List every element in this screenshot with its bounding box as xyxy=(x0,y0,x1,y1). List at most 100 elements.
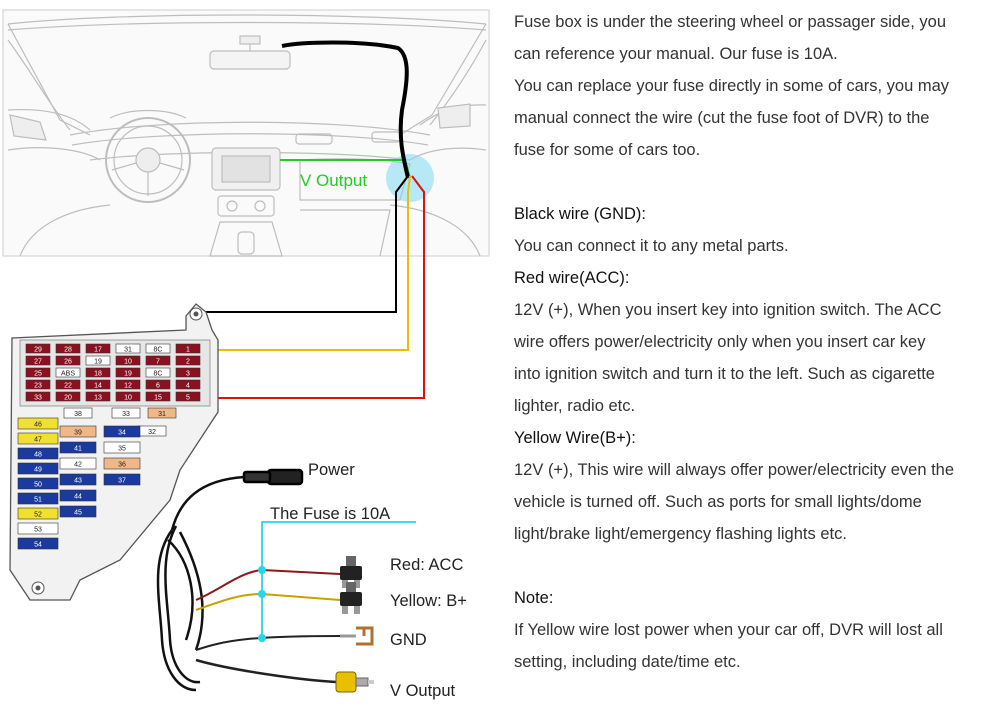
gnd-ring-terminal xyxy=(340,626,374,646)
fuse-number: 31 xyxy=(124,347,132,354)
fuse-number: 18 xyxy=(94,371,102,378)
dvr-cable-headliner xyxy=(281,40,410,179)
fuse-number: 14 xyxy=(94,383,102,390)
fuse-number: 19 xyxy=(94,359,102,366)
fuse: 8C xyxy=(145,367,171,378)
fuse: 19 xyxy=(115,367,141,378)
v-output-label: V Output xyxy=(390,682,456,700)
fuse: 47 xyxy=(17,432,59,445)
fuse: 3 xyxy=(175,367,201,378)
fuse: 29 xyxy=(25,343,51,354)
fuse-number: 1 xyxy=(186,347,190,354)
fuse-number: 13 xyxy=(94,395,102,402)
fuse: 12 xyxy=(115,379,141,390)
power-label: Power xyxy=(308,461,355,479)
fuse-label: The Fuse is 10A xyxy=(270,505,390,523)
yellow-wire-line-2: vehicle is turned off. Such as ports for… xyxy=(514,493,922,511)
instructions-text: Fuse box is under the steering wheel or … xyxy=(514,6,998,678)
fuse: 2 xyxy=(175,355,201,366)
fuse-marker-gnd xyxy=(258,634,266,642)
fuse: 54 xyxy=(17,537,59,550)
fuse-number: 48 xyxy=(34,452,42,459)
fuse: 18 xyxy=(85,367,111,378)
fuse: 50 xyxy=(17,477,59,490)
fuse-marker-yellow xyxy=(258,590,266,598)
fuse-number: 29 xyxy=(34,347,42,354)
fuse: 42 xyxy=(59,457,97,470)
fuse: 43 xyxy=(59,473,97,486)
fuse: 22 xyxy=(55,379,81,390)
fuse-number: 7 xyxy=(156,359,160,366)
yellow-wire-heading: Yellow Wire(B+): xyxy=(514,429,636,447)
yellow-bplus-label: Yellow: B+ xyxy=(390,592,467,610)
fuse-number: 38 xyxy=(74,411,82,418)
red-wire xyxy=(206,175,425,399)
fuse-location-line-2: can reference your manual. Our fuse is 1… xyxy=(514,45,838,63)
fuse: 31 xyxy=(115,343,141,354)
fuse: 45 xyxy=(59,505,97,518)
red-wire-line-2: wire offers power/electricity only when … xyxy=(514,333,926,351)
fuse-number: 43 xyxy=(74,478,82,485)
fuse: 35 xyxy=(103,441,141,454)
replace-fuse-line-3: fuse for some of cars too. xyxy=(514,141,701,159)
fuse-number: 41 xyxy=(74,446,82,453)
fuse: 36 xyxy=(103,457,141,470)
fuse-number: 52 xyxy=(34,512,42,519)
fuse-number: 10 xyxy=(124,395,132,402)
fuse-number: 12 xyxy=(124,383,132,390)
fuse: 4 xyxy=(175,379,201,390)
fuse-number: 36 xyxy=(118,462,126,469)
red-wire-heading: Red wire(ACC): xyxy=(514,269,630,287)
fuse-box: 29272523332826ABS22201719181413311019121… xyxy=(9,303,219,601)
note-line-2: setting, including date/time etc. xyxy=(514,653,741,671)
replace-fuse-line-1: You can replace your fuse directly in so… xyxy=(514,77,950,95)
fuse-number: 28 xyxy=(64,347,72,354)
fuse-number: 37 xyxy=(118,478,126,485)
fuse-number: 34 xyxy=(118,430,126,437)
fuse-number: 23 xyxy=(34,383,42,390)
fuse-number: 26 xyxy=(64,359,72,366)
fuse-number: 17 xyxy=(94,347,102,354)
yellow-wire xyxy=(212,175,411,351)
fuse: 20 xyxy=(55,391,81,402)
fuse-number: 39 xyxy=(74,430,82,437)
fuse-number: 32 xyxy=(148,429,156,436)
fuse: 32 xyxy=(137,425,167,437)
fuse-number: 51 xyxy=(34,497,42,504)
fuse: 15 xyxy=(145,391,171,402)
fuse: 6 xyxy=(145,379,171,390)
fuse-number: 6 xyxy=(156,383,160,390)
fuse: 51 xyxy=(17,492,59,505)
fuse: 38 xyxy=(63,407,93,419)
fuse: 26 xyxy=(55,355,81,366)
fuse: 37 xyxy=(103,473,141,486)
fuse-number: 47 xyxy=(34,437,42,444)
fuse: 10 xyxy=(115,391,141,402)
fuse: 14 xyxy=(85,379,111,390)
fuse-number: 2 xyxy=(186,359,190,366)
fuse: 5 xyxy=(175,391,201,402)
fuse-number: 4 xyxy=(186,383,190,390)
fuse: 44 xyxy=(59,489,97,502)
fuse-location-line-1: Fuse box is under the steering wheel or … xyxy=(514,13,946,31)
fuse: 7 xyxy=(145,355,171,366)
fuse-number: 27 xyxy=(34,359,42,366)
car-interior-sketch xyxy=(2,9,490,257)
fuse: 34 xyxy=(103,425,141,438)
fuse: 39 xyxy=(59,425,97,438)
fuse: 33 xyxy=(25,391,51,402)
fuse: 53 xyxy=(17,522,59,535)
fuse: 49 xyxy=(17,462,59,475)
fuse-number: 33 xyxy=(122,411,130,418)
fuse: 25 xyxy=(25,367,51,378)
fuse: 48 xyxy=(17,447,59,460)
fuse: ABS xyxy=(55,367,81,378)
v-output-car-label: V Output xyxy=(300,171,367,190)
fuse: 41 xyxy=(59,441,97,454)
bplus-fuse-tap xyxy=(340,582,362,614)
red-acc-label: Red: ACC xyxy=(390,556,463,574)
fuse-number: 53 xyxy=(34,527,42,534)
fuse: 31 xyxy=(147,407,177,419)
black-wire-body: You can connect it to any metal parts. xyxy=(514,237,789,255)
